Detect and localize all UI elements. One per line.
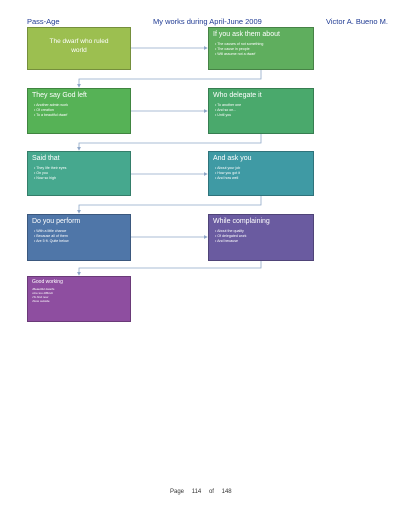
flow-box-item: About your job — [215, 166, 309, 171]
flow-box-complaining: While complaining About the quality Of d… — [208, 214, 314, 261]
flow-box-item: How you got it — [215, 171, 309, 176]
flow-box-god-left: They say God left Another admin work Of … — [27, 88, 131, 134]
flow-box-title: And ask you — [213, 155, 252, 162]
flow-box-item: Will assume not a dwarf — [215, 52, 309, 57]
flow-box-good-working: Good working Beautiful dwarfs Are too di… — [27, 276, 131, 322]
flow-box-item: To a beautiful dwarf — [34, 113, 126, 118]
flow-box-title: The dwarf who ruled world — [49, 38, 109, 54]
page-of-label: of — [208, 489, 214, 495]
flow-box-title: While complaining — [213, 218, 270, 225]
flow-box-ask-them: If you ask them about The causes of not … — [208, 27, 314, 70]
flow-box-said-that: Said that They life their eyes On you No… — [27, 151, 131, 196]
flow-box-item: Are 5 ft. Quite below — [34, 239, 126, 244]
flow-box-dwarf: The dwarf who ruled world — [27, 27, 131, 70]
flow-box-item: Now so high — [34, 176, 126, 181]
flow-box-item: Until you — [215, 113, 309, 118]
flow-box-item: Are too difficult — [32, 291, 126, 295]
flow-box-item: About the quality — [215, 229, 309, 234]
flow-box-item: The causes of not something — [215, 42, 309, 47]
flow-box-perform: Do you perform With a little chance Beca… — [27, 214, 131, 261]
flow-box-title: Do you perform — [32, 218, 81, 225]
flow-box-title: They say God left — [32, 92, 87, 99]
flow-box-item: Another admin work — [34, 103, 126, 108]
header-author: Victor A. Bueno M. — [326, 17, 388, 26]
header-title: My works during April-June 2009 — [153, 17, 262, 26]
flow-box-item: And because — [215, 239, 309, 244]
flow-box-item: The cause in people — [215, 47, 309, 52]
flow-box-item: Of delegated work — [215, 234, 309, 239]
flow-box-item: And how well — [215, 176, 309, 181]
header-left: Pass-Age — [27, 17, 60, 26]
page-total: 148 — [221, 489, 232, 495]
page-label: Page — [170, 489, 185, 495]
flow-box-delegate: Who delegate it To another one And so on… — [208, 88, 314, 134]
flow-box-item: On you — [34, 171, 126, 176]
page-footer: Page 114 of 148 — [170, 489, 232, 495]
connector-6-7 — [77, 196, 262, 214]
connector-4-5 — [77, 134, 262, 151]
flow-box-item: To find now — [32, 295, 126, 299]
flow-box-title: Good working — [32, 279, 63, 285]
flow-box-item: Now outside — [32, 299, 126, 303]
connector-8-9 — [77, 261, 262, 276]
flow-box-item: Because all of them — [34, 234, 126, 239]
page-number: 114 — [191, 489, 202, 495]
flow-box-item: And so on... — [215, 108, 309, 113]
flow-box-item: They life their eyes — [34, 166, 126, 171]
flow-box-item: Beautiful dwarfs — [32, 287, 126, 291]
flow-box-title: If you ask them about — [213, 31, 280, 38]
flow-box-item: Of creation — [34, 108, 126, 113]
flow-box-title: Who delegate it — [213, 92, 262, 99]
flow-box-item: With a little chance — [34, 229, 126, 234]
flow-box-title: Said that — [32, 155, 60, 162]
flow-box-ask-you: And ask you About your job How you got i… — [208, 151, 314, 196]
flow-box-item: To another one — [215, 103, 309, 108]
connector-2-3 — [77, 70, 262, 88]
